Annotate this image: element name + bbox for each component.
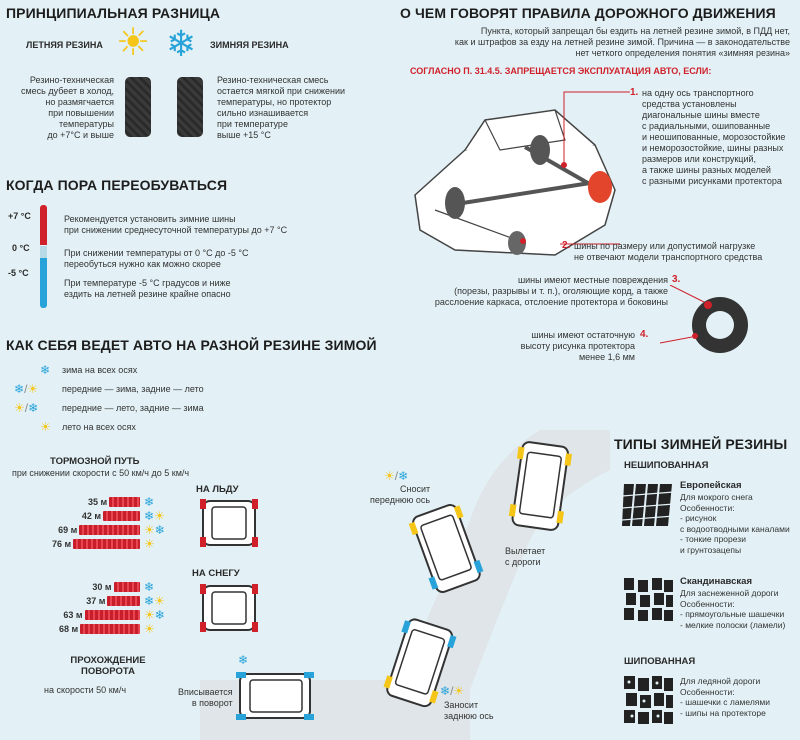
snow-value: 63 м xyxy=(63,610,83,620)
unstudded-label: НЕШИПОВАННАЯ xyxy=(624,460,709,471)
rule-3-text: шины имеют местные повреждения(порезы, р… xyxy=(434,275,668,307)
snowflake-icon: ❄ xyxy=(238,653,249,667)
car-ice xyxy=(200,499,258,547)
snowflake-icon: ❄ xyxy=(40,363,51,377)
rule-number-2: 2. xyxy=(562,240,571,251)
rules-subtitle: СОГЛАСНО П. 31.4.5. ЗАПРЕЩАЕТСЯ ЭКСПЛУАТ… xyxy=(410,66,712,76)
ice-tire-icon: ☀ xyxy=(144,537,155,551)
rule-number-3: 3. xyxy=(672,274,681,285)
car-flies-off xyxy=(508,441,573,531)
snow-bar xyxy=(80,624,140,634)
car-drift-front xyxy=(408,503,484,593)
european-name: Европейская xyxy=(680,480,742,491)
principal-title: ПРИНЦИПИАЛЬНАЯ РАЗНИЦА xyxy=(6,5,221,21)
icons-summer-winter: ☀/❄ xyxy=(384,469,409,483)
car-drift-rear xyxy=(383,618,457,708)
rules-title: О ЧЕМ ГОВОРЯТ ПРАВИЛА ДОРОЖНОГО ДВИЖЕНИЯ xyxy=(400,5,776,21)
icons-winter-summer: ❄/☀ xyxy=(440,684,465,698)
temp-plus7: +7 °С xyxy=(8,211,31,221)
ice-value: 35 м xyxy=(88,497,108,507)
ice-tire-icon: ❄ xyxy=(144,495,155,509)
snow-label: НА СНЕГУ xyxy=(192,568,240,579)
thermometer-blue xyxy=(40,258,47,308)
types-title: ТИПЫ ЗИМНЕЙ РЕЗИНЫ xyxy=(614,436,788,452)
sun-icon: ☀ xyxy=(116,22,151,64)
legend-icons-summer-winter: ☀/❄ xyxy=(14,401,39,415)
snow-tire-icon: ☀❄ xyxy=(144,608,165,622)
ice-value: 42 м xyxy=(81,511,102,521)
snow-bar xyxy=(84,610,140,620)
snowflake-icon: ❄ xyxy=(166,23,197,64)
snow-tire-icon: ☀ xyxy=(144,622,155,636)
snow-value: 68 м xyxy=(58,624,79,634)
car-snow xyxy=(200,584,258,632)
ice-tire-icon: ❄☀ xyxy=(144,509,165,523)
ice-bar xyxy=(79,525,140,535)
temp-0: 0 °С xyxy=(12,243,30,253)
summer-tire-image xyxy=(125,77,151,137)
ice-bar xyxy=(109,497,140,507)
rule-0: При снижении температуры от 0 °С до -5 °… xyxy=(64,248,249,269)
thermometer-red xyxy=(40,205,47,245)
thermometer-mid xyxy=(40,246,47,258)
tire-damage-illustration xyxy=(659,285,748,353)
snow-tire-icon: ❄☀ xyxy=(144,594,165,608)
ice-value: 69 м xyxy=(58,525,78,535)
snow-bar xyxy=(107,596,140,606)
ice-value: 76 м xyxy=(51,539,72,549)
when-title: КОГДА ПОРА ПЕРЕОБУВАТЬСЯ xyxy=(6,177,228,193)
road-curve xyxy=(200,430,610,740)
ice-bar xyxy=(103,511,140,521)
braking-title: ТОРМОЗНОЙ ПУТЬ xyxy=(50,456,140,467)
car-illustration xyxy=(414,109,616,256)
callout-lines xyxy=(560,91,630,245)
ice-label: НА ЛЬДУ xyxy=(196,484,239,495)
legend-winter-all: зима на всех осях xyxy=(62,365,138,375)
winter-label: ЗИМНЯЯ РЕЗИНА xyxy=(210,40,289,50)
snow-value: 30 м xyxy=(92,582,112,592)
temp-minus5: -5 °С xyxy=(8,268,29,278)
ice-tire-icon: ☀❄ xyxy=(144,523,165,537)
rule-number-4: 4. xyxy=(640,329,649,340)
ice-bar xyxy=(73,539,140,549)
legend-front-summer: передние — лето, задние — зима xyxy=(62,403,204,413)
scandinavian-name: Скандинавская xyxy=(680,576,752,587)
car-fits-turn xyxy=(236,672,314,720)
behavior-title: КАК СЕБЯ ВЕДЕТ АВТО НА РАЗНОЙ РЕЗИНЕ ЗИМ… xyxy=(6,337,377,353)
rule-number-1: 1. xyxy=(630,87,639,98)
studded-label: ШИПОВАННАЯ xyxy=(624,656,696,667)
legend-icons-winter-summer: ❄/☀ xyxy=(14,382,39,396)
winter-tire-image xyxy=(177,77,203,137)
snow-bar xyxy=(113,582,140,592)
sun-icon: ☀ xyxy=(40,420,51,434)
snow-tire-icon: ❄ xyxy=(144,580,155,594)
turn-subtitle: на скорости 50 км/ч xyxy=(44,685,127,695)
summer-label: ЛЕТНЯЯ РЕЗИНА xyxy=(26,40,103,50)
scandinavian-tread-icon xyxy=(624,578,673,621)
braking-subtitle: при снижении скорости с 50 км/ч до 5 км/… xyxy=(12,468,190,478)
rules-intro: Пункта, который запрещал бы ездить на ле… xyxy=(454,26,790,58)
studded-tread-icon xyxy=(624,676,673,724)
legend-front-winter: передние — зима, задние — лето xyxy=(62,384,204,394)
european-tread-icon xyxy=(622,484,674,526)
legend-summer-all: лето на всех осях xyxy=(62,422,136,432)
snow-value: 37 м xyxy=(86,596,106,606)
